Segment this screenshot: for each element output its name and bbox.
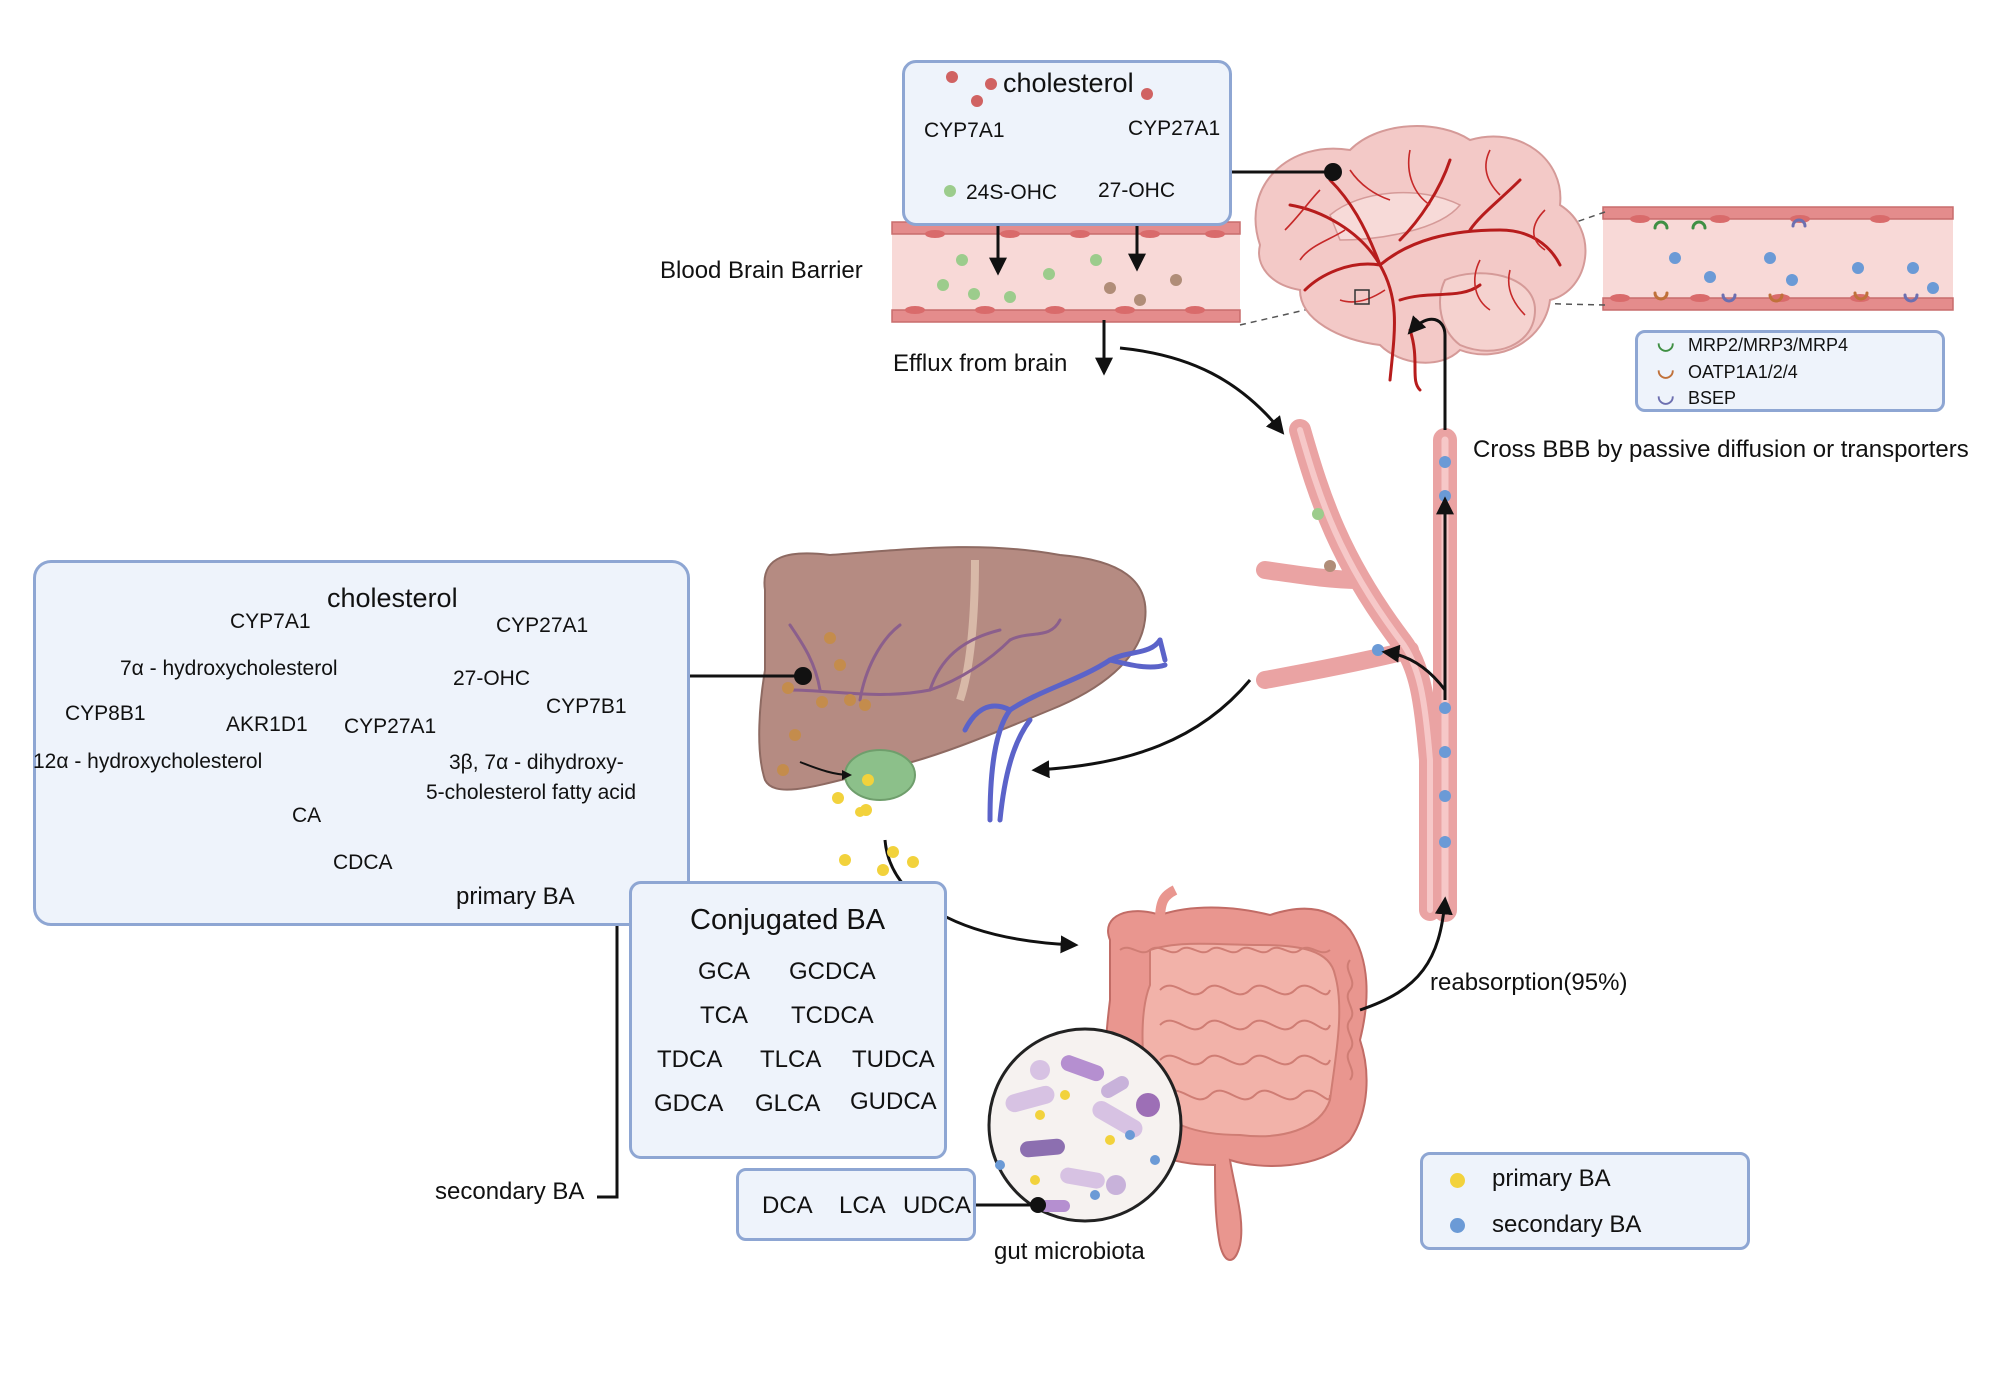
conjugated-ba-item: GLCA: [755, 1090, 821, 1117]
reabsorption-label: reabsorption(95%): [1430, 969, 1628, 996]
cross-bbb-label: Cross BBB by passive diffusion or transp…: [1473, 436, 1969, 463]
cholesterol-dot: [946, 71, 958, 83]
conjugated-ba-panel: [629, 881, 947, 1159]
hydroxy7a-label: 7α - hydroxycholesterol: [120, 657, 338, 680]
efflux-label: Efflux from brain: [893, 350, 1068, 377]
27-ohc-dot: [1104, 282, 1116, 294]
dihydroxy-line1: 3β, 7α - dihydroxy-: [449, 751, 624, 774]
ba-legend: [1420, 1152, 1750, 1250]
transporter-legend: [1635, 330, 1945, 412]
microbiota-illustration: [987, 1027, 1183, 1223]
conjugated-ba-item: TCA: [700, 1002, 748, 1029]
27-ohc-label: 27-OHC: [1098, 179, 1176, 202]
24s-ohc-dot: [937, 279, 949, 291]
gut-microbiota-label: gut microbiota: [994, 1238, 1145, 1265]
conjugated-ba-item: TLCA: [760, 1046, 822, 1073]
secondary-ba-item: LCA: [839, 1192, 886, 1219]
24s-ohc-dot: [1004, 291, 1016, 303]
conjugated-ba-item: TDCA: [657, 1046, 723, 1073]
transporter-mrp-label: MRP2/MRP3/MRP4: [1688, 335, 1849, 355]
conjugated-ba-item: GDCA: [654, 1090, 724, 1117]
conjugated-ba-item: TCDCA: [791, 1002, 874, 1029]
bbb-zoom-wall: [1602, 206, 1954, 311]
dihydroxy-line2: 5-cholesterol fatty acid: [426, 781, 637, 804]
secondary-ba-legend-dot: [1450, 1218, 1465, 1233]
transporter-icon: ◡: [1657, 385, 1675, 407]
transporter-oatp-label: OATP1A1/2/4: [1688, 362, 1798, 382]
cyp8b1-label: CYP8B1: [65, 702, 146, 725]
27-ohc-dot: [1170, 274, 1182, 286]
primary-ba-label: primary BA: [456, 883, 575, 910]
cholesterol-dot: [971, 95, 983, 107]
conjugated-ba-item: GCDCA: [789, 958, 876, 985]
cholesterol-dot: [1141, 88, 1153, 100]
24s-ohc-dot: [1043, 268, 1055, 280]
brain-illustration: [1254, 125, 1587, 392]
conjugated-ba-item: TUDCA: [852, 1046, 935, 1073]
brain-cyp27a1-label: CYP27A1: [1128, 117, 1221, 140]
primary-ba-legend-dot: [1450, 1173, 1465, 1188]
secondary-ba-item: DCA: [762, 1192, 813, 1219]
brain-synthesis-panel: [902, 60, 1232, 226]
secondary-ba-panel: [736, 1168, 976, 1241]
bbb-vessel-wall: [891, 221, 1241, 323]
cdca-label: CDCA: [333, 851, 393, 874]
legend-secondary-label: secondary BA: [1492, 1211, 1642, 1238]
blood-vessel: [1256, 419, 1457, 922]
hydroxy12a-label: 12α - hydroxycholesterol: [33, 750, 263, 773]
liver-cyp7a1-label: CYP7A1: [230, 610, 311, 633]
transporter-icon: ◡: [1657, 332, 1675, 354]
27-ohc-dot: [1134, 294, 1146, 306]
liver-synthesis-panel: [33, 560, 690, 926]
conjugated-ba-item: GCA: [698, 958, 751, 985]
cholesterol-dot: [985, 78, 997, 90]
liver-cyp27a1-top-label: CYP27A1: [496, 614, 589, 637]
24s-ohc-label: 24S-OHC: [966, 181, 1058, 204]
brain-cholesterol-label: cholesterol: [1003, 68, 1134, 98]
liver-illustration: [758, 546, 1168, 823]
24s-ohc-dot: [944, 185, 956, 197]
27-ohc-liver-label: 27-OHC: [453, 667, 531, 690]
24s-ohc-dot: [956, 254, 968, 266]
24s-ohc-dot: [1090, 254, 1102, 266]
akr1d1-label: AKR1D1: [226, 713, 308, 736]
brain-cyp7a1-label: CYP7A1: [924, 119, 1005, 142]
conjugated-ba-title: Conjugated BA: [690, 904, 886, 936]
legend-primary-label: primary BA: [1492, 1165, 1611, 1192]
ca-label: CA: [292, 804, 322, 827]
cyp7b1-label: CYP7B1: [546, 695, 627, 718]
transporter-icon: ◡: [1657, 359, 1675, 381]
conjugated-ba-item: GUDCA: [850, 1088, 937, 1115]
secondary-ba-label: secondary BA: [435, 1178, 585, 1205]
secondary-ba-item: UDCA: [903, 1192, 972, 1219]
transporter-bsep-label: BSEP: [1688, 388, 1737, 408]
liver-cholesterol-label: cholesterol: [327, 583, 458, 613]
bbb-label: Blood Brain Barrier: [660, 257, 863, 284]
24s-ohc-dot: [968, 288, 980, 300]
cyp27a1-mid-label: CYP27A1: [344, 715, 437, 738]
